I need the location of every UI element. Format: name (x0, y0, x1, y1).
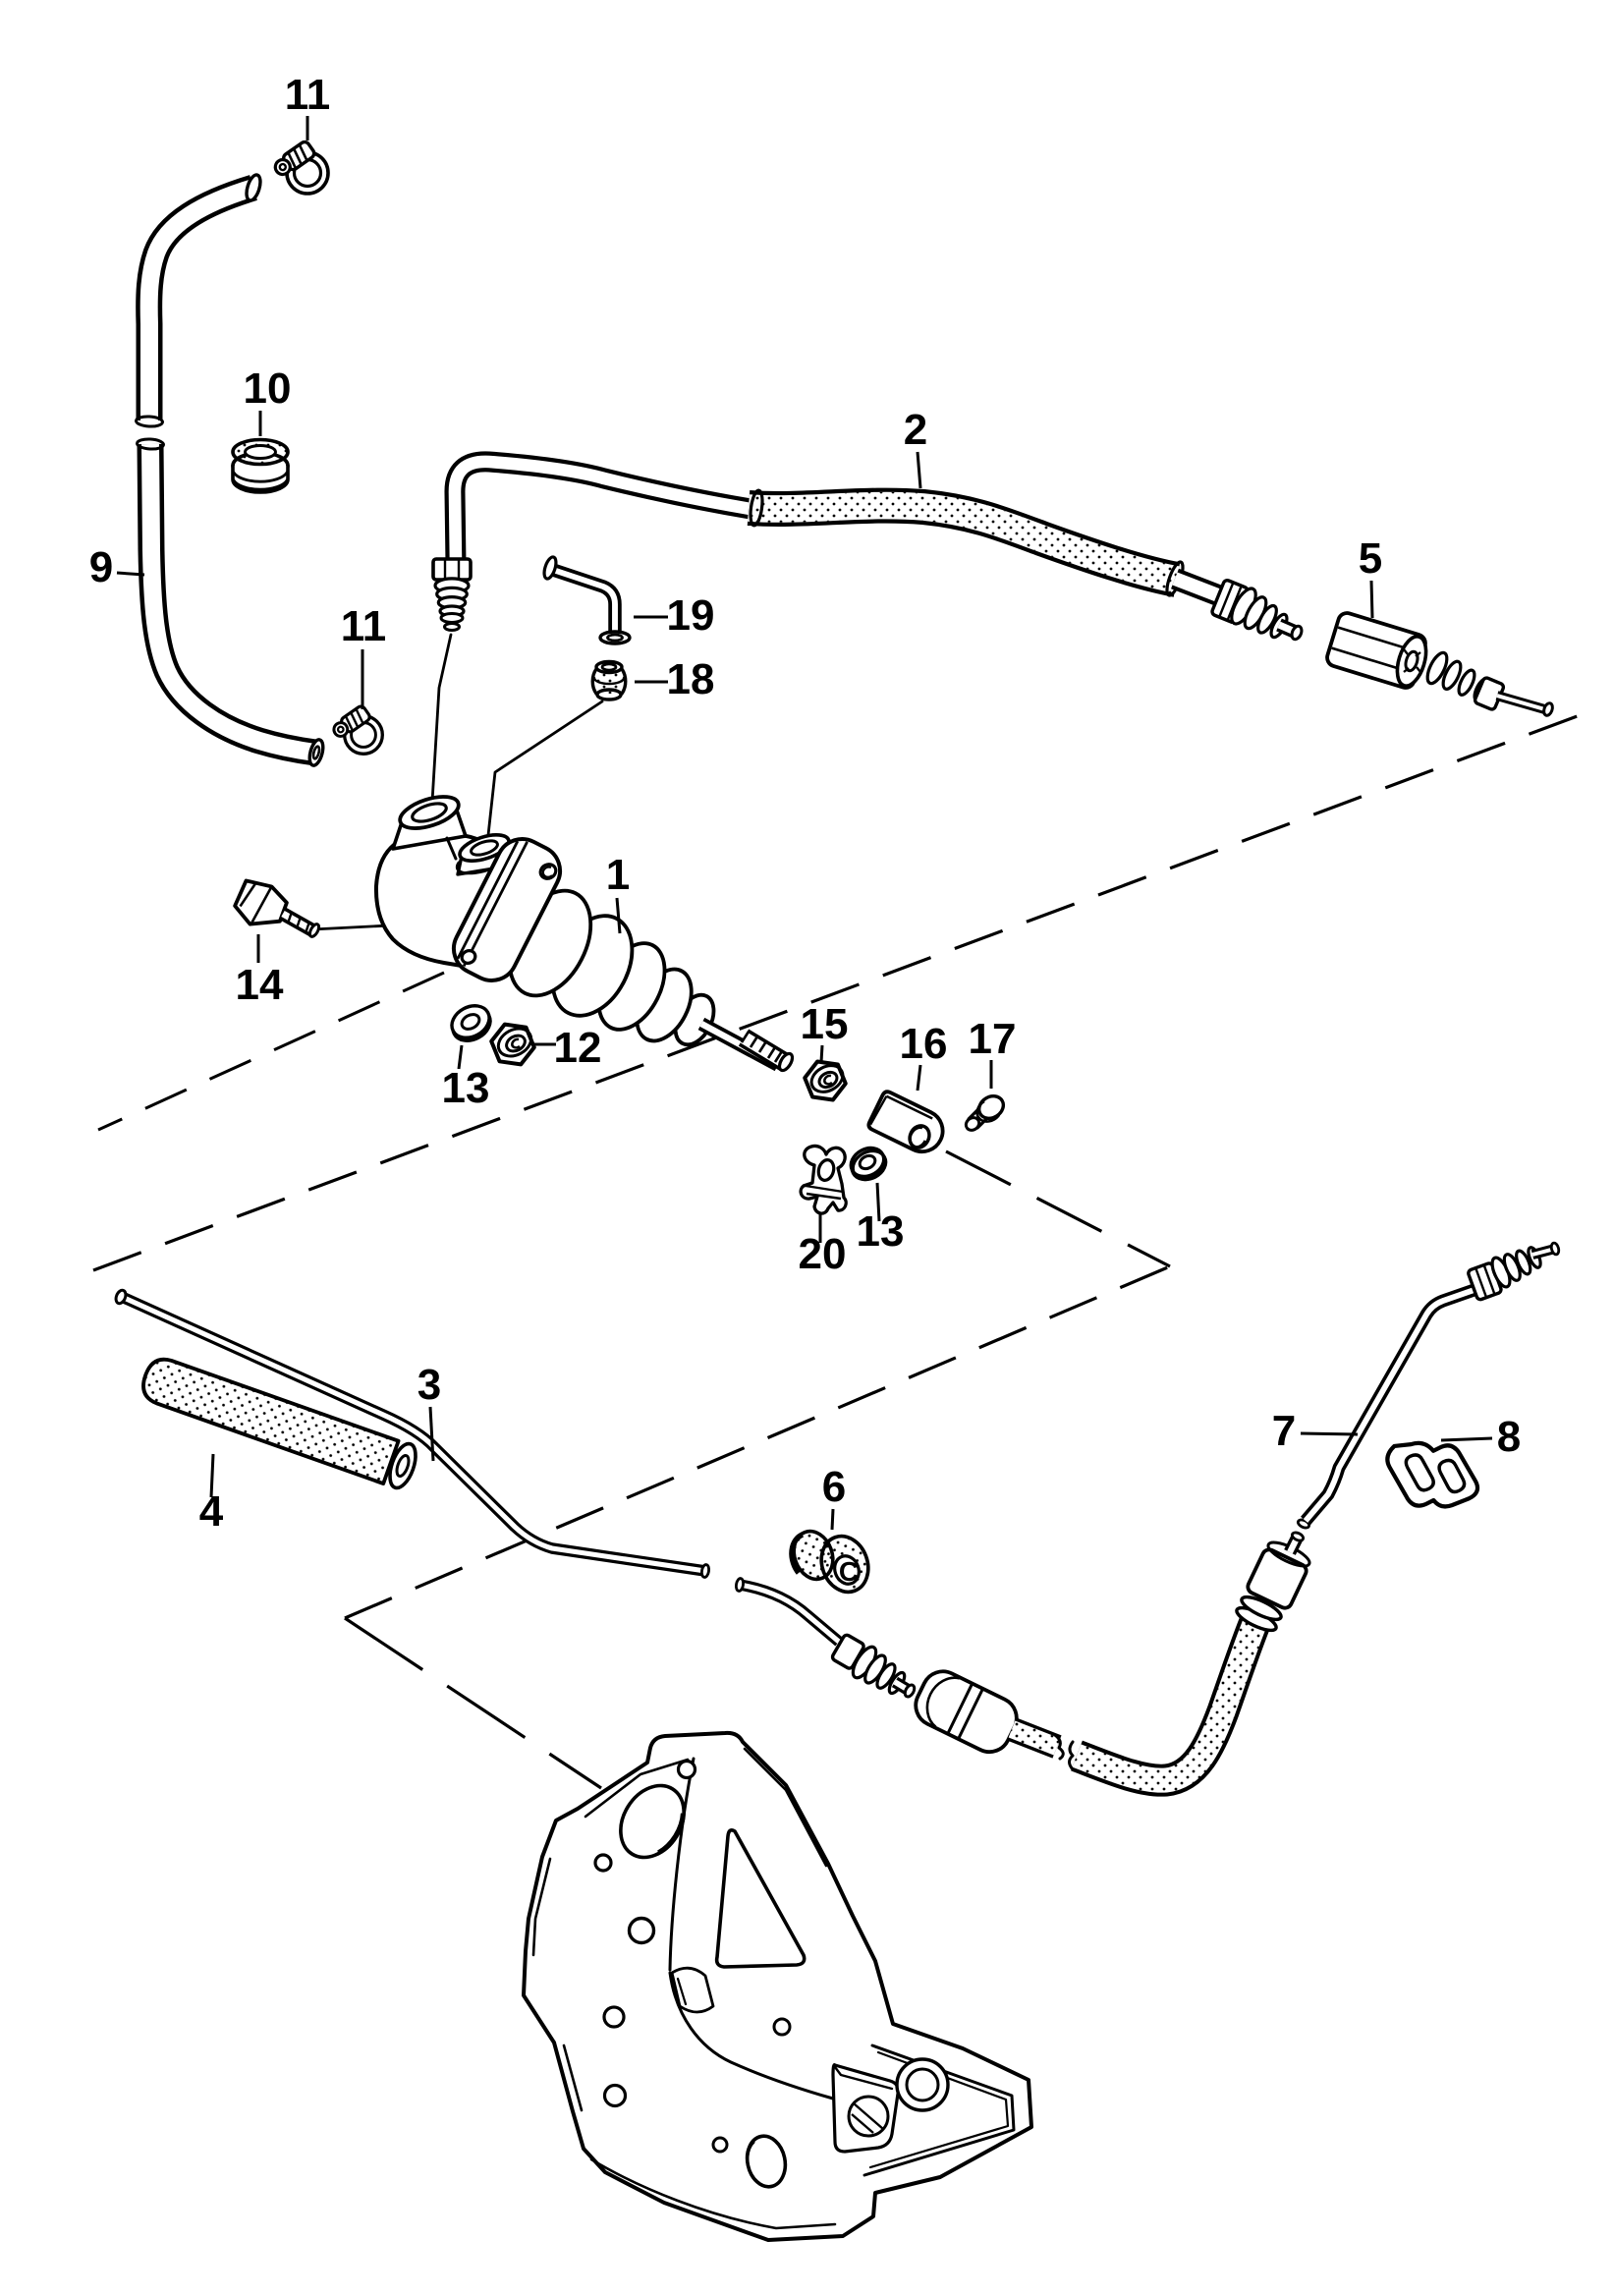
svg-text:11: 11 (341, 602, 387, 650)
svg-text:3: 3 (417, 1361, 441, 1409)
svg-text:6: 6 (822, 1463, 846, 1511)
svg-text:18: 18 (667, 655, 715, 703)
svg-text:C: C (839, 1556, 859, 1587)
svg-text:1: 1 (606, 851, 630, 899)
svg-text:8: 8 (1497, 1413, 1521, 1461)
svg-text:12: 12 (554, 1024, 602, 1072)
svg-text:17: 17 (969, 1015, 1017, 1063)
svg-text:10: 10 (244, 364, 292, 413)
svg-text:20: 20 (799, 1230, 847, 1278)
svg-text:16: 16 (900, 1020, 948, 1068)
svg-text:19: 19 (667, 591, 715, 640)
svg-text:11: 11 (285, 71, 331, 119)
svg-text:7: 7 (1272, 1407, 1296, 1455)
svg-text:14: 14 (236, 961, 284, 1009)
svg-text:15: 15 (801, 1000, 849, 1048)
svg-text:9: 9 (89, 543, 113, 591)
svg-text:5: 5 (1359, 534, 1382, 583)
svg-text:2: 2 (904, 406, 927, 454)
svg-text:13: 13 (442, 1064, 490, 1112)
